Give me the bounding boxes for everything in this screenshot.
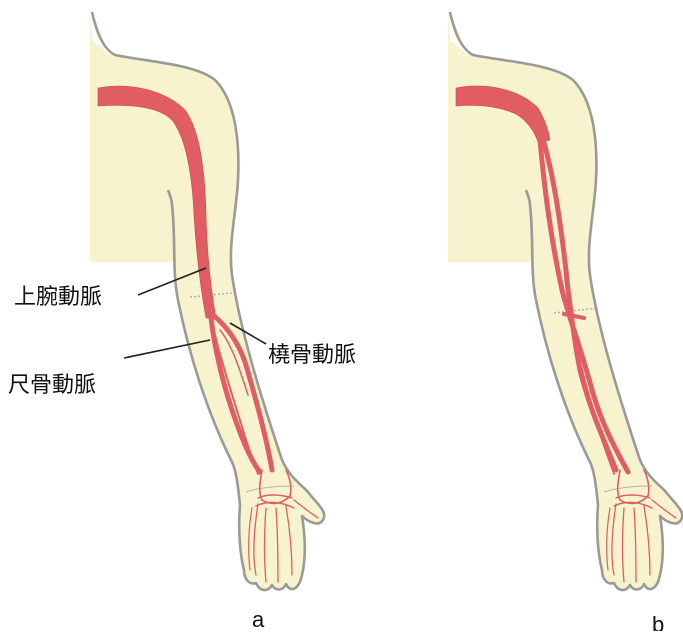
label-ulnar-artery: 尺骨動脈 xyxy=(8,372,96,397)
label-brachial-artery: 上腕動脈 xyxy=(14,284,102,309)
label-radial-artery: 橈骨動脈 xyxy=(268,342,356,367)
panel-letter-b: b xyxy=(652,612,664,631)
panel-b: b xyxy=(448,12,682,631)
panel-letter-a: a xyxy=(252,607,265,631)
panel-a: 上腕動脈 尺骨動脈 橈骨動脈 a xyxy=(8,12,356,631)
